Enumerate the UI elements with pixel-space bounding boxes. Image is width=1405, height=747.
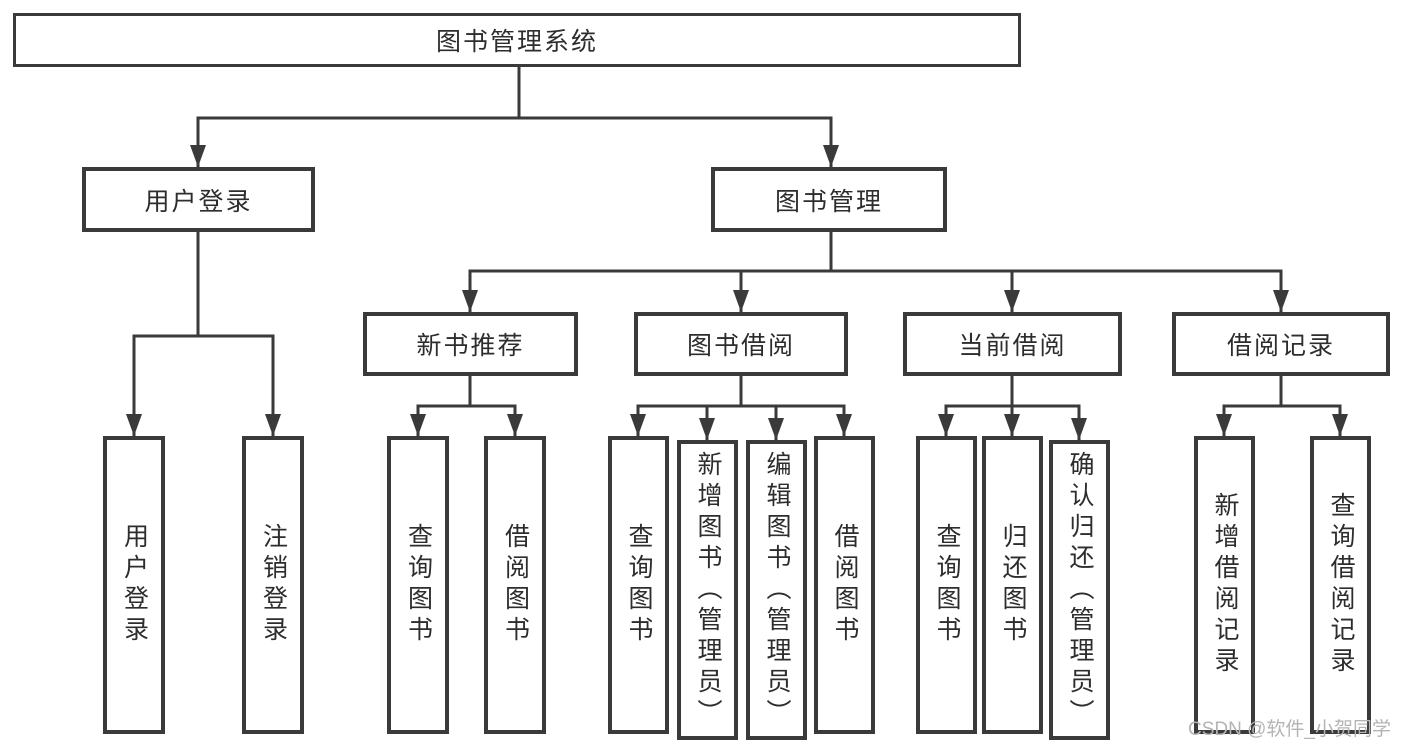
leaf-logout: 注销登录 [242, 436, 304, 734]
leaf-query-borrow-record: 查询借阅记录 [1310, 436, 1371, 734]
leaf-user-login-label: 用户登录 [120, 523, 149, 647]
leaf-borrow-books: 借阅图书 [814, 436, 875, 734]
node-library-management-system: 图书管理系统 [13, 13, 1021, 67]
connector-current-borrow-children [938, 374, 1087, 442]
node-current-borrowing: 当前借阅 [903, 312, 1122, 376]
leaf-add-book-admin: 新增图书（管理员） [677, 440, 738, 740]
leaf-edit-book-admin: 编辑图书（管理员） [746, 440, 807, 740]
leaf-borrow-books-label: 借阅图书 [831, 523, 859, 647]
connector-root-children [190, 65, 839, 169]
leaf-edit-book-admin-label: 编辑图书（管理员） [763, 450, 791, 730]
leaf-query-books-recommend: 查询图书 [387, 436, 449, 734]
leaf-confirm-return-admin: 确认归还（管理员） [1049, 440, 1110, 740]
node-user-login-label: 用户登录 [144, 187, 253, 216]
leaf-add-borrow-record: 新增借阅记录 [1194, 436, 1255, 734]
node-book-management-label: 图书管理 [774, 187, 883, 216]
connector-user-login-children [126, 230, 281, 438]
leaf-confirm-return-admin-label: 确认归还（管理员） [1066, 450, 1094, 730]
leaf-query-books-borrowing-label: 查询图书 [625, 523, 653, 647]
connector-book-mgmt-children [462, 230, 1289, 314]
leaf-return-books: 归还图书 [982, 436, 1043, 734]
leaf-borrow-books-recommend-label: 借阅图书 [501, 523, 530, 647]
node-new-book-recommend-label: 新书推荐 [416, 332, 525, 360]
connector-new-book-rec-children [410, 374, 523, 438]
leaf-query-books-current: 查询图书 [916, 436, 977, 734]
node-book-borrowing: 图书借阅 [634, 312, 848, 376]
leaf-user-login: 用户登录 [103, 436, 165, 734]
node-new-book-recommend: 新书推荐 [363, 312, 578, 376]
node-current-borrowing-label: 当前借阅 [958, 332, 1067, 360]
leaf-return-books-label: 归还图书 [999, 523, 1027, 647]
leaf-borrow-books-recommend: 借阅图书 [484, 436, 546, 734]
leaf-query-books-borrowing: 查询图书 [608, 436, 669, 734]
node-borrowing-records-label: 借阅记录 [1226, 332, 1335, 360]
node-library-management-system-label: 图书管理系统 [435, 28, 598, 56]
leaf-query-books-current-label: 查询图书 [933, 523, 961, 647]
node-book-borrowing-label: 图书借阅 [686, 332, 795, 360]
node-borrowing-records: 借阅记录 [1172, 312, 1390, 376]
leaf-logout-label: 注销登录 [259, 523, 288, 647]
node-book-management: 图书管理 [711, 167, 947, 232]
leaf-query-borrow-record-label: 查询借阅记录 [1327, 492, 1355, 678]
connector-book-borrow-children [630, 374, 852, 442]
node-user-login: 用户登录 [82, 167, 315, 232]
leaf-add-book-admin-label: 新增图书（管理员） [694, 450, 722, 730]
leaf-query-books-recommend-label: 查询图书 [404, 523, 433, 647]
csdn-watermark: CSDN @软件_小贺同学 [1188, 719, 1391, 740]
connector-borrow-records-children [1216, 374, 1348, 438]
leaf-add-borrow-record-label: 新增借阅记录 [1211, 492, 1239, 678]
